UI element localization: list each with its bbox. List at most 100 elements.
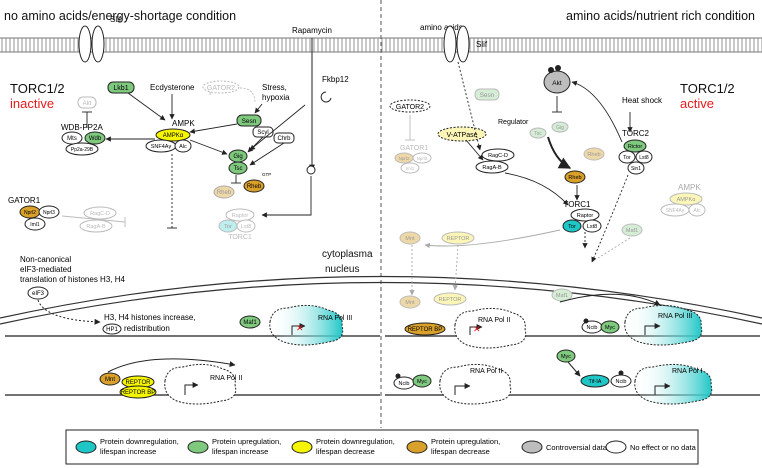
- left-pathway-arrows: [61, 87, 312, 229]
- heat-shock-label: Heat shock: [622, 96, 663, 105]
- rnapol3-complex-left: [269, 304, 344, 346]
- svg-text:Rheb: Rheb: [587, 152, 600, 158]
- ncib-node-right-c: Ncib: [610, 370, 632, 388]
- fkbp12-label: Fkbp12: [322, 75, 349, 84]
- svg-text:Protein upregulation,: Protein upregulation,: [212, 437, 281, 446]
- svg-text:Sesn: Sesn: [480, 92, 495, 99]
- svg-text:REPTOR BP: REPTOR BP: [408, 327, 443, 333]
- rnapol1-label: RNA Pol I: [672, 368, 702, 375]
- svg-text:Protein downregulation,: Protein downregulation,: [316, 437, 395, 446]
- svg-text:Rictor: Rictor: [628, 144, 643, 150]
- lst8-node-right: Lst8: [582, 219, 602, 233]
- svg-text:Maf1: Maf1: [556, 293, 568, 299]
- rnapol2-complex-right-a: [454, 307, 527, 349]
- maf1-node-left: Maf1: [239, 315, 261, 329]
- vatpase-node: V-ATPase: [437, 126, 487, 142]
- svg-text:RagA-B: RagA-B: [86, 224, 106, 230]
- svg-text:Nprl3: Nprl3: [43, 210, 55, 216]
- legend-item-green: Protein upregulation, lifespan increase: [187, 437, 281, 456]
- legend-box: [65, 429, 699, 465]
- reptor-bp-node-right: REPTOR BP: [404, 322, 446, 336]
- svg-text:lifespan increase: lifespan increase: [212, 447, 268, 456]
- rnapol3-label-right: RNA Pol III: [658, 313, 692, 320]
- sin1-node: Sin1: [627, 161, 645, 175]
- gig-node-right: Gig: [551, 121, 569, 133]
- ampka-node-left: AMPKα: [155, 128, 191, 142]
- svg-text:AMPKα: AMPKα: [163, 133, 184, 139]
- reptor-node-right-nuc: REPTOR: [433, 292, 467, 306]
- svg-text:Tsc: Tsc: [534, 131, 542, 137]
- akt-node-left: Akt: [77, 96, 97, 109]
- svg-text:Wdb: Wdb: [89, 136, 102, 142]
- legend-item-white: No effect or no data: [605, 440, 697, 454]
- slif-label-right: Slif: [476, 40, 488, 49]
- svg-text:eIF3: eIF3: [32, 291, 45, 297]
- svg-text:GATOR2: GATOR2: [207, 85, 235, 92]
- akt-node-right: Akt: [543, 65, 571, 94]
- svg-text:Mnt: Mnt: [405, 236, 415, 242]
- svg-text:REPTOR: REPTOR: [439, 297, 462, 303]
- svg-text:V-ATPase: V-ATPase: [447, 132, 478, 139]
- nuclear-envelope: [0, 275, 762, 325]
- sesn-node-left: Sesn: [236, 114, 262, 127]
- svg-text:Sin1: Sin1: [631, 166, 641, 172]
- svg-text:lifespan decrease: lifespan decrease: [316, 447, 375, 456]
- slif-label-left: Slif: [110, 15, 122, 24]
- raptor-node-right: Raptor: [570, 208, 600, 222]
- rheb-node-right-b: Rheb: [564, 170, 586, 184]
- svg-text:Scyl: Scyl: [257, 130, 268, 136]
- ecdysterone-label: Ecdysterone: [150, 83, 195, 92]
- torc-right-state: active: [680, 96, 714, 111]
- alc-node-left: Alc: [174, 139, 192, 153]
- svg-text:GATOR2: GATOR2: [396, 104, 424, 111]
- maf1-node-right-cyto: Maf1: [621, 223, 643, 237]
- eif3-note-1: Non-canonical: [20, 255, 71, 264]
- svg-text:Tor: Tor: [623, 155, 631, 161]
- svg-text:Protein downregulation,: Protein downregulation,: [100, 437, 179, 446]
- ragc-d-node-right: RagC-D: [481, 148, 515, 162]
- svg-text:Nprl3: Nprl3: [417, 156, 428, 161]
- lkb1-node: Lkb1: [107, 81, 135, 94]
- stress-label: Stress,: [262, 83, 287, 92]
- ampka-node-right: AMPKα: [669, 192, 703, 206]
- wdb-node: Wdb: [84, 131, 106, 145]
- reptor-node-right-cyto: REPTOR: [441, 231, 475, 245]
- raptor-node-left: Raptor: [225, 208, 255, 222]
- torc-left-title: TORC1/2: [10, 81, 65, 96]
- cytoplasma-label: cytoplasma: [322, 249, 373, 260]
- svg-text:Tsc: Tsc: [234, 166, 243, 172]
- svg-text:Lst8: Lst8: [241, 224, 251, 230]
- gtp-label-left: GTP: [262, 172, 271, 177]
- svg-text:Myc: Myc: [561, 354, 571, 360]
- svg-text:SNF4Aγ: SNF4Aγ: [151, 144, 172, 150]
- rheb-node-right-a: Rheb: [583, 147, 605, 161]
- svg-text:Maf1: Maf1: [243, 320, 257, 326]
- nprl2-node-right: Nprl2: [394, 152, 414, 164]
- amino-acids-label: amino acids: [420, 23, 463, 32]
- gator1-label-right: GATOR1: [400, 145, 428, 152]
- torc1-label-left: TORC1: [228, 234, 252, 241]
- myc-node-right-c: Myc: [556, 349, 576, 363]
- legend-item-yellow: Protein downregulation, lifespan decreas…: [291, 437, 395, 456]
- svg-text:No effect or no data: No effect or no data: [630, 443, 697, 452]
- histone-note-2: redistribution: [124, 324, 170, 333]
- nprl2-node-left: Nprl2: [19, 205, 41, 219]
- mts-node: Mts: [61, 131, 83, 145]
- gig-node-left: Gig: [228, 149, 248, 163]
- svg-text:Alc: Alc: [179, 144, 187, 150]
- ncib-node-right-b: Ncib: [393, 373, 415, 390]
- svg-text:Pp2a-29B: Pp2a-29B: [71, 147, 94, 153]
- svg-text:Rheb: Rheb: [568, 175, 581, 181]
- svg-text:Sesn: Sesn: [242, 118, 257, 125]
- legend-item-cyan: Protein downregulation, lifespan increas…: [75, 437, 179, 456]
- myc-node-right-b: Myc: [412, 374, 432, 388]
- myc-node-right-a: Myc: [600, 320, 620, 334]
- svg-text:lifespan decrease: lifespan decrease: [431, 447, 490, 456]
- svg-text:REPTOR: REPTOR: [447, 236, 470, 242]
- plasma-membrane: [0, 37, 762, 53]
- ampk-label-left: AMPK: [172, 119, 195, 128]
- svg-text:Gig: Gig: [556, 125, 564, 131]
- rnapol2-complex-left: [164, 363, 237, 405]
- svg-text:REPTOR: REPTOR: [126, 380, 152, 386]
